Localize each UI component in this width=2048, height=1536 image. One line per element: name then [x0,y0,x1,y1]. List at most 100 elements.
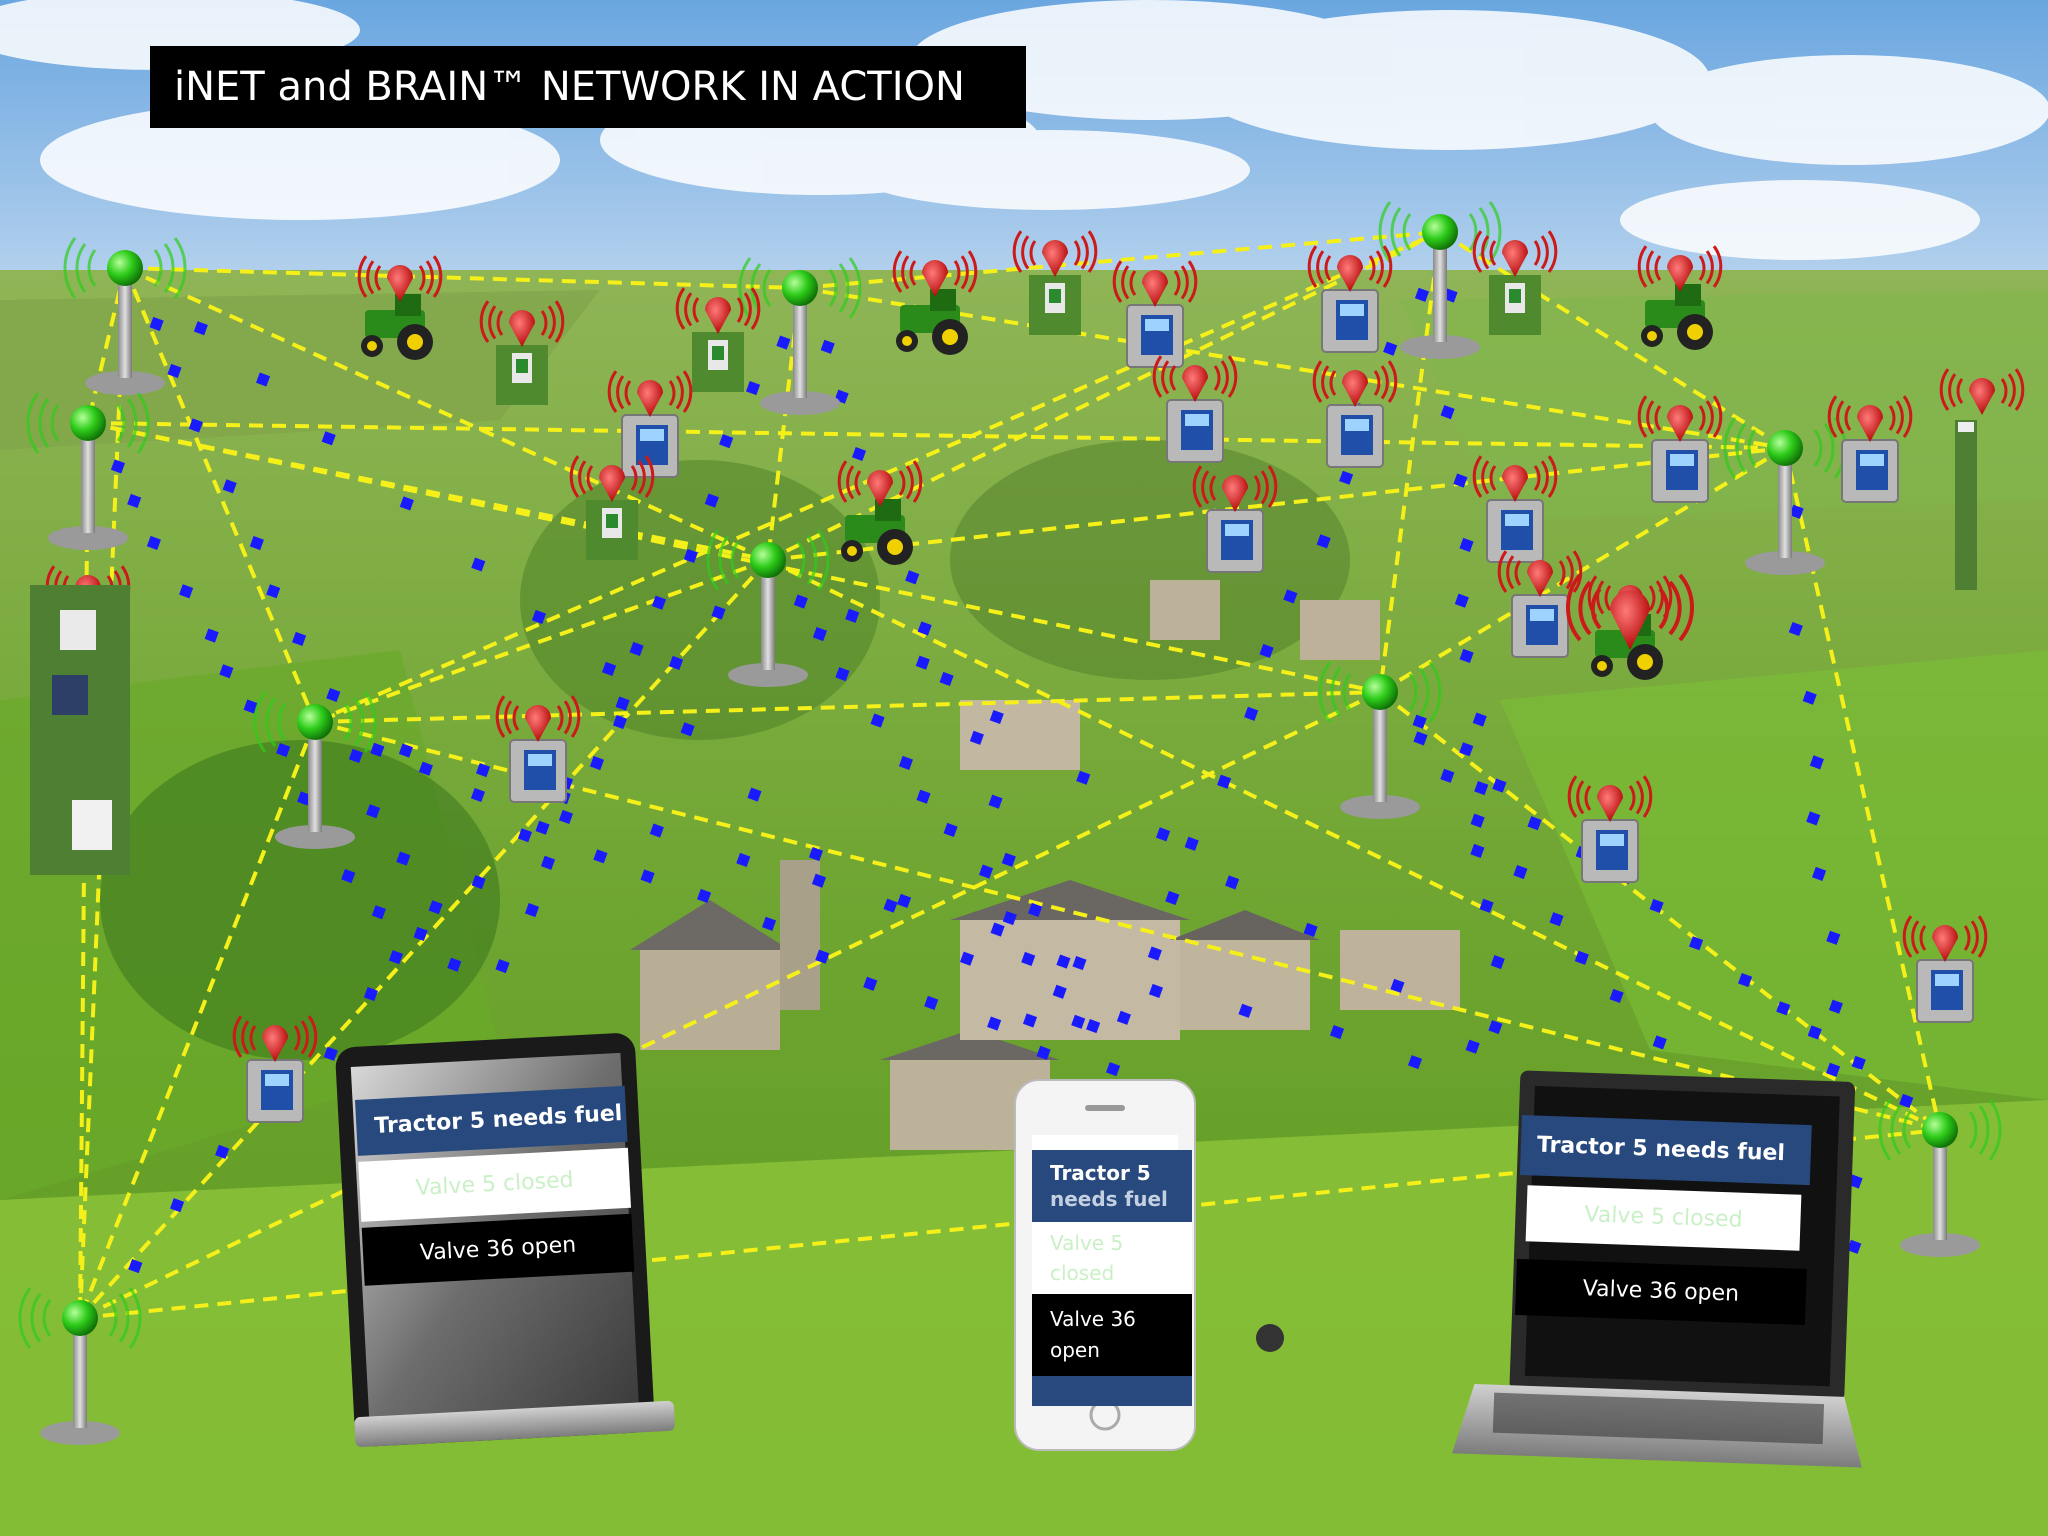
data-packet [276,742,291,758]
data-packet [680,722,695,737]
phone-alert-valve-open[interactable]: Valve 36 open [1032,1294,1192,1376]
controller-box-icon [509,739,567,803]
tower-node-icon [1723,417,1847,575]
tower-node-icon [63,237,187,395]
laptop-screen: Tractor 5 needs fuel Valve 5 closed Valv… [1515,1115,1812,1325]
laptop-alert-tractor[interactable]: Tractor 5 needs fuel [1519,1115,1812,1186]
data-packet [447,957,462,972]
tablet-screen: Tractor 5 needs fuel Valve 5 closed Valv… [355,1085,635,1286]
data-packet [1459,648,1474,664]
data-packet [1001,852,1016,867]
tractor-icon [896,289,968,355]
data-packet [1826,1062,1841,1077]
data-packet [820,339,835,354]
data-packet [988,794,1003,809]
data-packet [1488,1020,1503,1035]
data-packet [1738,973,1753,988]
data-packet [1259,643,1274,659]
data-packet [1443,288,1458,303]
data-packet [167,363,182,378]
data-packet [1028,902,1043,918]
data-packet [990,922,1005,937]
data-packet [413,926,428,942]
data-packet [531,609,547,625]
data-packet [398,743,413,758]
data-packet [1383,341,1398,356]
controller-box-icon [1916,959,1974,1023]
data-packet [256,372,271,387]
tower-node-icon [18,1287,142,1445]
data-packet [1649,898,1664,914]
phone-alert-valve-closed-line2: closed [1050,1261,1115,1285]
data-packet [396,851,411,866]
data-packet [149,316,164,332]
mesh-link [87,421,1786,450]
data-packet [476,763,491,778]
data-packet [905,570,920,585]
data-packet [987,1016,1002,1031]
data-packet [1788,621,1803,637]
data-packet [1513,864,1528,880]
data-packet [204,628,219,643]
data-packet [1459,742,1474,757]
tower-node-icon [1318,661,1442,819]
data-packet [1217,774,1232,789]
data-packet [615,696,630,711]
radio-signal-icon [1152,355,1238,463]
data-packet [870,713,885,728]
data-packet [989,709,1004,725]
data-packet [1148,983,1164,998]
data-packet [736,852,751,867]
data-packet [812,627,827,642]
mesh-link [314,558,769,724]
data-packet [978,864,994,879]
data-packet [719,434,734,449]
data-packet [1156,827,1171,842]
mesh-link [87,421,1381,694]
tower-node-icon [1378,201,1502,359]
data-packet [704,493,719,508]
data-packet [1072,956,1087,971]
data-packet [1479,898,1494,913]
data-packet [939,671,954,687]
controller-box-icon [621,414,679,478]
radio-signal-icon [569,455,655,560]
data-packet [649,823,664,838]
data-packet [341,868,356,884]
phone-screen: Tractor 5 needs fuel Valve 5 closed Valv… [1032,1150,1192,1406]
radio-signal-icon [1472,230,1558,335]
phone-alert-valve-closed[interactable]: Valve 5 closed [1032,1222,1192,1294]
phone-alert-valve-open-line1: Valve 36 [1050,1307,1136,1331]
sensor-station-icon [496,345,548,405]
sensor-station-icon [1489,275,1541,335]
radio-signal-icon [357,255,443,360]
data-packet [969,730,984,745]
radio-signal-icon [1307,245,1393,353]
data-packet [1329,1025,1345,1040]
tablet-alert-valve-closed[interactable]: Valve 5 closed [358,1147,632,1222]
data-packet [249,536,264,551]
sensor-station-icon [30,585,130,875]
data-packet [1789,504,1804,519]
data-packet [1116,1010,1131,1025]
laptop-alert-valve-closed[interactable]: Valve 5 closed [1525,1185,1802,1251]
radio-signal-icon [1472,455,1558,563]
tractor-icon [841,499,913,565]
data-packet [1412,714,1427,729]
data-packet [266,584,281,599]
data-packet [1851,1055,1866,1070]
data-packet [1440,768,1455,783]
controller-box-icon [1166,399,1224,463]
controller-box-icon [1206,509,1264,573]
phone-alert-tractor-line1: Tractor 5 [1050,1161,1151,1185]
data-packet [1303,922,1318,938]
data-packet [1316,534,1331,549]
alert-markers [45,230,2025,1123]
laptop-alert-valve-open[interactable]: Valve 36 open [1515,1258,1807,1325]
data-packet [1459,537,1474,552]
data-packet [366,804,381,819]
data-packet [915,655,930,670]
phone-alert-tractor[interactable]: Tractor 5 needs fuel [1032,1150,1192,1222]
data-packet [188,418,203,433]
data-packet [471,875,486,890]
